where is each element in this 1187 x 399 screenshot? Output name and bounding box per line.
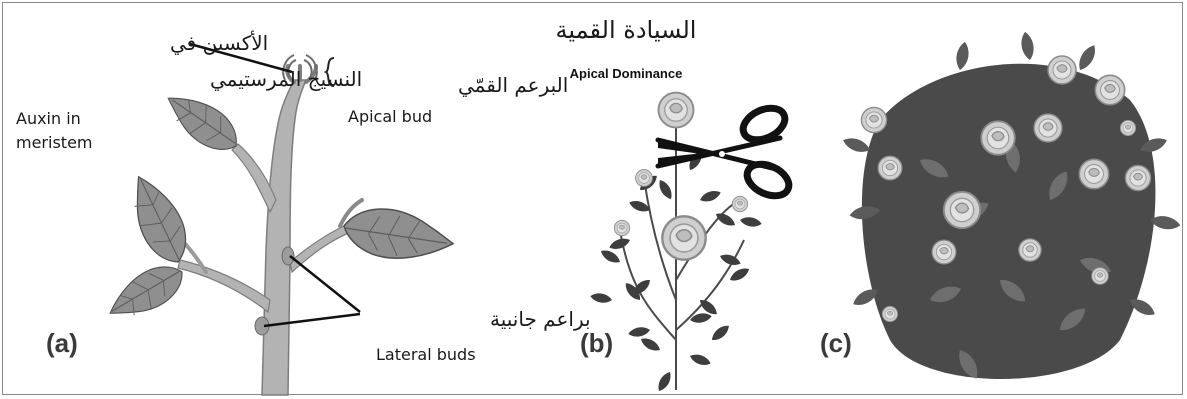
apical-bud-label-en: Apical bud <box>348 107 432 126</box>
leaf-bottom-left <box>102 254 190 331</box>
panel-c-rose-bush <box>841 31 1181 382</box>
auxin-label-ar-line1: الأكسين في <box>170 31 268 56</box>
branch-left-middle <box>178 260 270 312</box>
leaf-right <box>342 206 455 262</box>
lateral-buds-label-en: Lateral buds <box>376 345 476 364</box>
auxin-label-en-line1: Auxin in <box>16 109 81 128</box>
apical-bud-label-ar: البرعم القمّي <box>458 73 568 98</box>
panel-b-rose-bush <box>590 93 763 394</box>
branch-left-upper <box>232 144 276 212</box>
title-arabic: السيادة القمية <box>556 16 697 44</box>
panel-b-letter: (b) <box>580 328 613 358</box>
panel-c-letter: (c) <box>820 328 852 358</box>
leaf-middle-left <box>117 169 199 271</box>
panel-a-letter: (a) <box>46 328 78 358</box>
title-english: Apical Dominance <box>570 66 683 81</box>
auxin-label-ar-line2: النسيج المرستيمي <box>210 67 362 92</box>
lateral-bud-upper <box>282 247 294 265</box>
lateral-buds-label-ar: براعم جانبية <box>490 307 591 331</box>
main-stem <box>262 80 306 395</box>
panel-a-shoot <box>102 44 455 395</box>
auxin-label-en-line2: meristem <box>16 133 93 152</box>
